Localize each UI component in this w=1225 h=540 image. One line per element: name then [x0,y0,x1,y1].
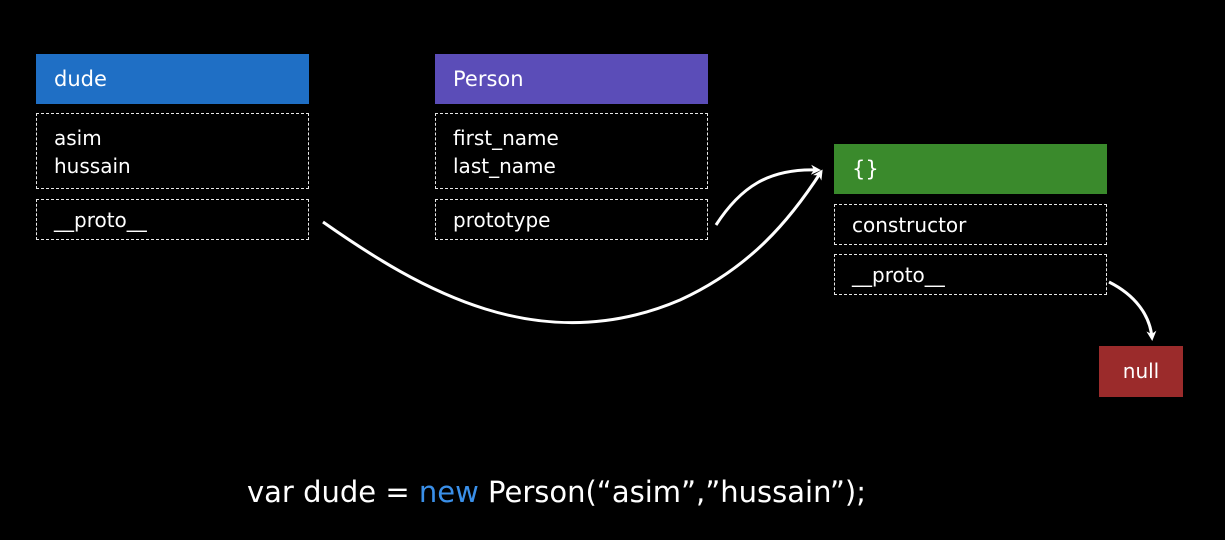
curved-arrow-icon [1108,280,1157,341]
person-field-first-name: first_name [453,126,559,150]
dude-value-first: asim [54,126,102,150]
person-prototype-label: prototype [453,208,551,232]
proto-object-header: {} [834,144,1107,194]
dude-values-slot: asim hussain [36,113,309,189]
code-after: Person(“asim”,”hussain”); [478,475,866,509]
person-title: Person [453,67,524,91]
null-box: null [1099,346,1183,397]
proto-object-title: {} [852,157,879,181]
proto-object-proto-slot: __proto__ [834,254,1107,295]
dude-proto-label: __proto__ [54,208,147,232]
curved-arrow-icon [714,164,821,226]
code-before: var dude = [247,475,419,509]
proto-object-proto-label: __proto__ [852,263,945,287]
person-header: Person [435,54,708,104]
person-fields-slot: first_name last_name [435,113,708,189]
person-field-last-name: last_name [453,154,556,178]
code-keyword-new: new [418,475,479,509]
person-prototype-slot: prototype [435,199,708,240]
dude-value-last: hussain [54,154,131,178]
dude-title: dude [54,67,107,91]
dude-header: dude [36,54,309,104]
proto-object-constructor-label: constructor [852,213,967,237]
proto-object-constructor-slot: constructor [834,204,1107,245]
dude-proto-slot: __proto__ [36,199,309,240]
curved-arrow-icon [322,169,823,325]
code-line: var dude = new Person(“asim”,”hussain”); [247,470,866,514]
null-label: null [1122,359,1160,383]
